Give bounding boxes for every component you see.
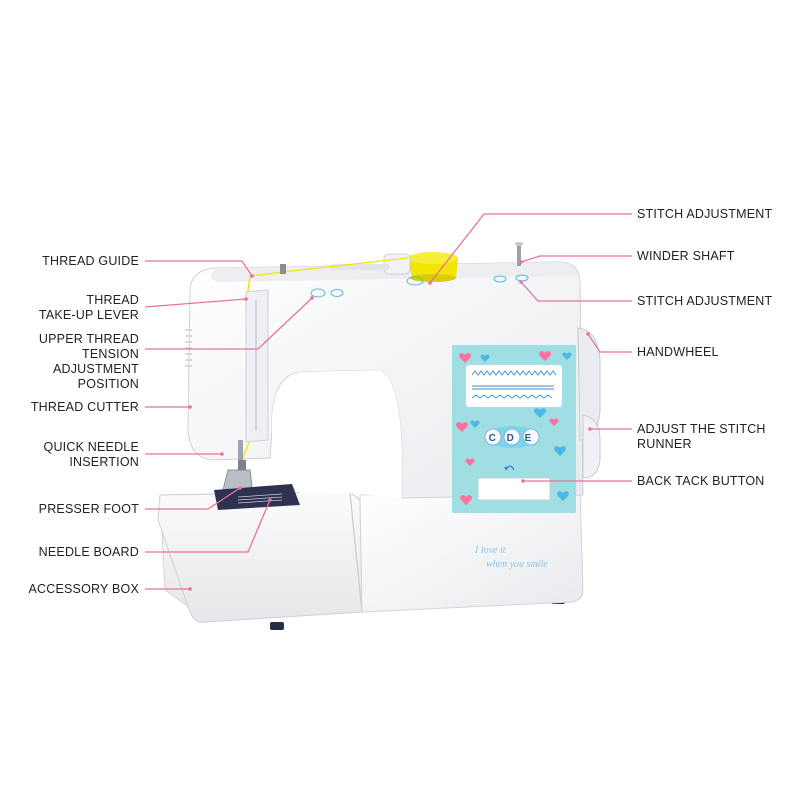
winder-shaft <box>517 244 521 266</box>
label-thread-take-up-lever: THREAD TAKE-UP LEVER <box>38 293 139 322</box>
leader-dots <box>188 260 592 591</box>
leader-thread-guide <box>145 260 253 277</box>
leader-stitch-adjustment-2 <box>520 281 632 302</box>
leader-upper-thread-tension <box>145 297 313 350</box>
label-accessory-box: ACCESSORY BOX <box>28 582 139 596</box>
leader-presser-foot <box>145 487 241 510</box>
label-handwheel: HANDWHEEL <box>637 345 719 359</box>
label-thread-guide: THREAD GUIDE <box>42 254 139 268</box>
leader-winder-shaft <box>520 255 632 263</box>
label-quick-needle-insertion: QUICK NEEDLE INSERTION <box>43 440 139 469</box>
machine-housing <box>359 489 584 613</box>
leader-stitch-adjustment-top <box>429 213 632 284</box>
accessory-box <box>157 491 363 623</box>
label-stitch-adjustment-top: STITCH ADJUSTMENT <box>637 207 773 221</box>
leader-lines <box>144 213 632 590</box>
leader-handwheel <box>587 333 632 353</box>
script-text-line-2: when you smile <box>486 559 548 570</box>
label-thread-cutter: THREAD CUTTER <box>30 400 139 414</box>
accessory-box-seam <box>349 492 363 613</box>
label-needle-board: NEEDLE BOARD <box>38 545 139 559</box>
decorative-hearts <box>456 351 572 505</box>
stitch-runner-knob <box>582 414 601 479</box>
thread-guide-post <box>280 264 286 274</box>
back-tack-button <box>477 477 551 501</box>
selector-letters: C D E <box>489 433 536 444</box>
label-adjust-stitch-runner: ADJUST THE STITCH RUNNER <box>637 422 766 451</box>
machine-foot <box>270 622 284 630</box>
script-text-line-1: I love it <box>474 545 506 556</box>
arm-opening <box>271 370 403 498</box>
leader-thread-take-up-lever <box>144 298 247 308</box>
label-back-tack-button: BACK TACK BUTTON <box>637 474 765 488</box>
leader-needle-board <box>145 499 271 553</box>
label-presser-foot: PRESSER FOOT <box>38 502 139 516</box>
tension-panel <box>245 289 269 443</box>
side-vents <box>185 329 192 367</box>
label-stitch-adjustment-2: STITCH ADJUSTMENT <box>637 294 773 308</box>
label-winder-shaft: WINDER SHAFT <box>637 249 735 263</box>
label-upper-thread-tension: UPPER THREAD TENSION ADJUSTMENT POSITION <box>38 332 139 391</box>
needle-bar <box>238 440 243 470</box>
